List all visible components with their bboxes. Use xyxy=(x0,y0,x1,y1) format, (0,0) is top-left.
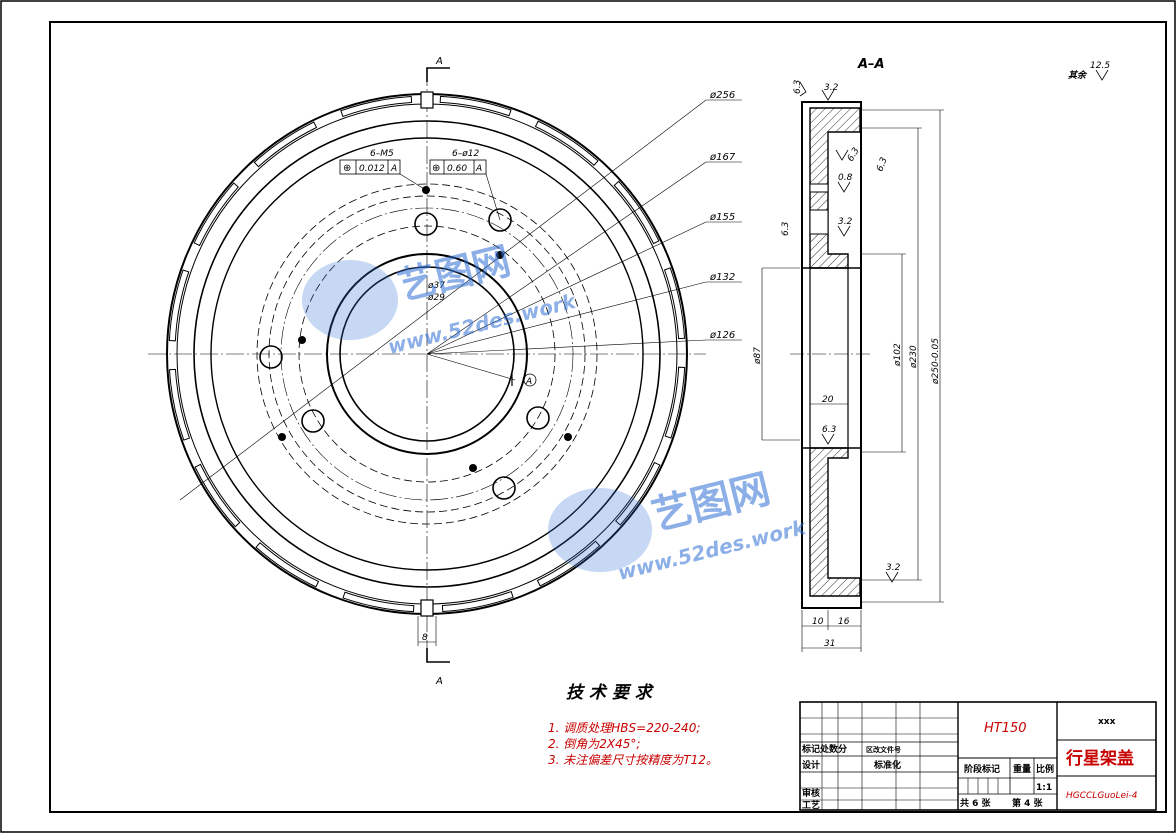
rough-6-3-c: 6.3 xyxy=(875,156,889,173)
rim-slot xyxy=(441,590,514,613)
rough-3-2-a: 3.2 xyxy=(824,83,839,93)
tech-item-3: 3. 未注偏差尺寸按精度为T12。 xyxy=(548,753,718,767)
rim-slot xyxy=(664,366,686,439)
rest-label: 其余 xyxy=(1068,70,1088,81)
rim-slot xyxy=(342,591,415,613)
tap-tolerance: 0.012 xyxy=(359,164,385,174)
dim-d29: ø29 xyxy=(427,293,445,303)
dim-d167: ø167 xyxy=(709,152,736,163)
dim-d132: ø132 xyxy=(709,272,735,283)
front-view xyxy=(148,67,742,663)
section-title: A–A xyxy=(857,57,885,72)
dim-d87: ø87 xyxy=(753,347,763,365)
rim-slot xyxy=(439,95,512,117)
dim-d250: ø250-0.05 xyxy=(931,338,941,385)
row-marks: 标记处数分 xyxy=(801,743,847,755)
rim-slot xyxy=(168,269,190,342)
rough-6-3-e: 6.3 xyxy=(822,425,837,435)
watermark-brand-top: 艺图网 xyxy=(394,238,515,308)
technical-requirements: 技 术 要 求 1. 调质处理HBS=220-240; 2. 倒角为2X45°;… xyxy=(548,683,718,767)
tech-title: 技 术 要 求 xyxy=(566,683,655,703)
dim-d37: ø37 xyxy=(427,281,445,291)
watermark-bottom: 艺图网 www.52des.work xyxy=(548,466,809,585)
thru-holes-label: 6–ø12 xyxy=(452,149,479,159)
review-label: 审核 xyxy=(802,787,820,799)
globe-logo-icon xyxy=(302,260,398,340)
section-view-labels: ø87 ø102 ø230 ø250-0.05 20 10 16 31 6.3 … xyxy=(753,61,1110,649)
rest-value: 12.5 xyxy=(1090,61,1110,71)
globe-logo-icon-2 xyxy=(548,488,652,572)
stage-label: 阶段标记 xyxy=(964,763,1000,775)
rim-slot xyxy=(255,542,320,588)
rim-slot xyxy=(613,180,660,245)
drawing-no: HGCCLGuoLei-4 xyxy=(1066,791,1138,801)
cut-letter-top: A xyxy=(435,56,443,67)
thru-tolerance: 0.60 xyxy=(447,164,467,174)
rim-slot xyxy=(194,463,241,528)
scale-label: 比例 xyxy=(1036,763,1054,775)
dim-d230: ø230 xyxy=(909,345,919,369)
dim-w31: 31 xyxy=(824,639,835,649)
dim-d256: ø256 xyxy=(709,90,735,101)
rim-slot xyxy=(663,267,686,340)
tech-item-1: 1. 调质处理HBS=220-240; xyxy=(548,721,700,735)
inner-border xyxy=(49,21,1167,813)
cut-letter-bottom: A xyxy=(435,676,443,687)
weight-label: 重量 xyxy=(1013,763,1031,775)
tech-item-2: 2. 倒角为2X45°; xyxy=(548,737,640,751)
row-sign: 区改文件号 xyxy=(866,745,901,754)
dim-d102: ø102 xyxy=(893,343,903,367)
dim-d155: ø155 xyxy=(709,212,735,223)
material: HT150 xyxy=(984,721,1027,736)
section-view: A–A xyxy=(761,57,1109,652)
dim-w16: 16 xyxy=(838,617,850,627)
key-width-dim: 8 xyxy=(422,633,428,643)
dim-d126: ø126 xyxy=(709,330,735,341)
dim-w20: 20 xyxy=(822,395,834,405)
scale-value: 1:1 xyxy=(1036,783,1052,793)
dim-w10: 10 xyxy=(812,617,824,627)
rim-slot xyxy=(536,540,601,587)
company: xxx xyxy=(1098,717,1116,727)
rim-slot xyxy=(340,95,413,118)
position-tol-icon: ⊕ xyxy=(343,163,351,174)
sheets-total: 共 6 张 xyxy=(960,797,992,809)
rough-3-2-c: 3.2 xyxy=(886,563,901,573)
standard-label: 标准化 xyxy=(873,759,901,771)
rim-slot xyxy=(253,121,318,168)
rim-slots xyxy=(168,95,686,613)
rough-6-3-a: 6.3 xyxy=(793,79,803,94)
sheet-number: 第 4 张 xyxy=(1012,797,1044,809)
thru-datum: A xyxy=(475,164,482,174)
rough-3-2-b: 3.2 xyxy=(838,217,853,227)
tap-datum: A xyxy=(390,164,397,174)
front-view-labels: A A ø256 ø167 ø155 ø132 ø126 ø37 ø29 6–M… xyxy=(343,56,736,687)
title-block xyxy=(799,701,1157,811)
rough-6-3-d: 6.3 xyxy=(781,221,791,236)
rim-slot xyxy=(615,461,661,526)
process-label: 工艺 xyxy=(802,799,820,811)
watermark-top: 艺图网 www.52des.work xyxy=(302,238,579,359)
datum-a-label: A xyxy=(525,377,532,387)
part-name: 行星架盖 xyxy=(1065,748,1134,769)
rough-0-8: 0.8 xyxy=(838,173,853,183)
design-label: 设计 xyxy=(802,759,820,771)
rim-slot xyxy=(534,120,599,166)
rim-slot xyxy=(193,182,239,247)
title-block-text: HT150 xxx 行星架盖 HGCCLGuoLei-4 标记处数分 区改文件号… xyxy=(801,717,1138,811)
position-tol-icon-2: ⊕ xyxy=(432,163,440,174)
rim-slot xyxy=(168,368,191,441)
tap-holes-label: 6–M5 xyxy=(370,149,394,159)
